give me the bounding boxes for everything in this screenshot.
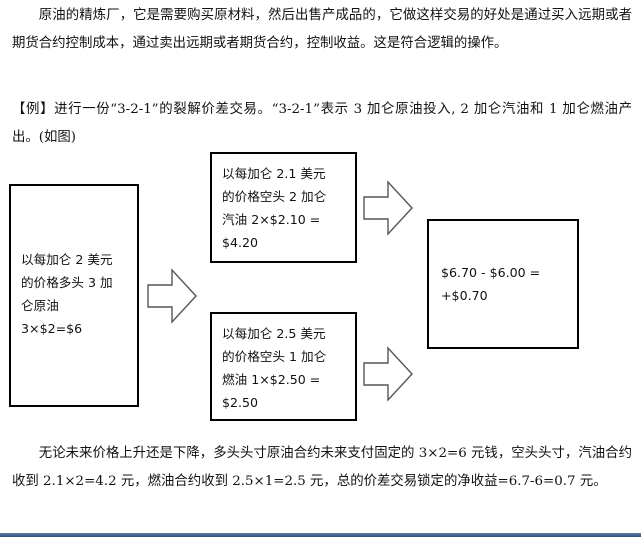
conclusion-paragraph: 无论未来价格上升还是下降，多头头寸原油合约未来支付固定的 3×2=6 元钱，空头… — [12, 446, 632, 489]
gasoline-box-line-4: $4.20 — [222, 235, 259, 250]
net-result-box: $6.70 - $6.00 = +$0.70 — [427, 219, 579, 349]
heating-oil-box-line-3: 燃油 1×$2.50 = — [222, 372, 321, 387]
example-paragraph: 【例】进行一份“3-2-1”的裂解价差交易。“3-2-1”表示 3 加仑原油投入… — [12, 102, 632, 145]
heating-oil-box-line-4: $2.50 — [222, 395, 259, 410]
result-box-line-2: +$0.70 — [441, 288, 488, 303]
crude-oil-long-box: 以每加仑 2 美元 的价格多头 3 加 仑原油 3×$2=$6 — [9, 184, 139, 407]
gasoline-box-line-2: 的价格空头 2 加仑 — [222, 189, 327, 204]
hollow-right-arrow-icon — [363, 180, 413, 236]
crude-box-line-2: 的价格多头 3 加 — [21, 275, 113, 290]
hollow-right-arrow-icon — [147, 268, 197, 324]
gasoline-box-line-3: 汽油 2×$2.10 = — [222, 212, 321, 227]
crude-box-line-3: 仑原油 — [21, 298, 59, 313]
heating-oil-box-line-2: 的价格空头 1 加仑 — [222, 349, 327, 364]
heating-oil-box-line-1: 以每加仑 2.5 美元 — [222, 326, 326, 341]
result-box-line-1: $6.70 - $6.00 = — [441, 265, 541, 280]
heating-oil-short-box: 以每加仑 2.5 美元 的价格空头 1 加仑 燃油 1×$2.50 = $2.5… — [210, 312, 357, 421]
gasoline-box-line-1: 以每加仑 2.1 美元 — [222, 166, 326, 181]
crude-box-line-1: 以每加仑 2 美元 — [21, 252, 113, 267]
hollow-right-arrow-icon — [363, 346, 413, 402]
crude-box-line-4: 3×$2=$6 — [21, 321, 83, 336]
bottom-divider — [0, 533, 641, 537]
gasoline-short-box: 以每加仑 2.1 美元 的价格空头 2 加仑 汽油 2×$2.10 = $4.2… — [210, 152, 357, 263]
intro-paragraph: 原油的精炼厂，它是需要购买原材料，然后出售产成品的，它做这样交易的好处是通过买入… — [12, 8, 632, 51]
